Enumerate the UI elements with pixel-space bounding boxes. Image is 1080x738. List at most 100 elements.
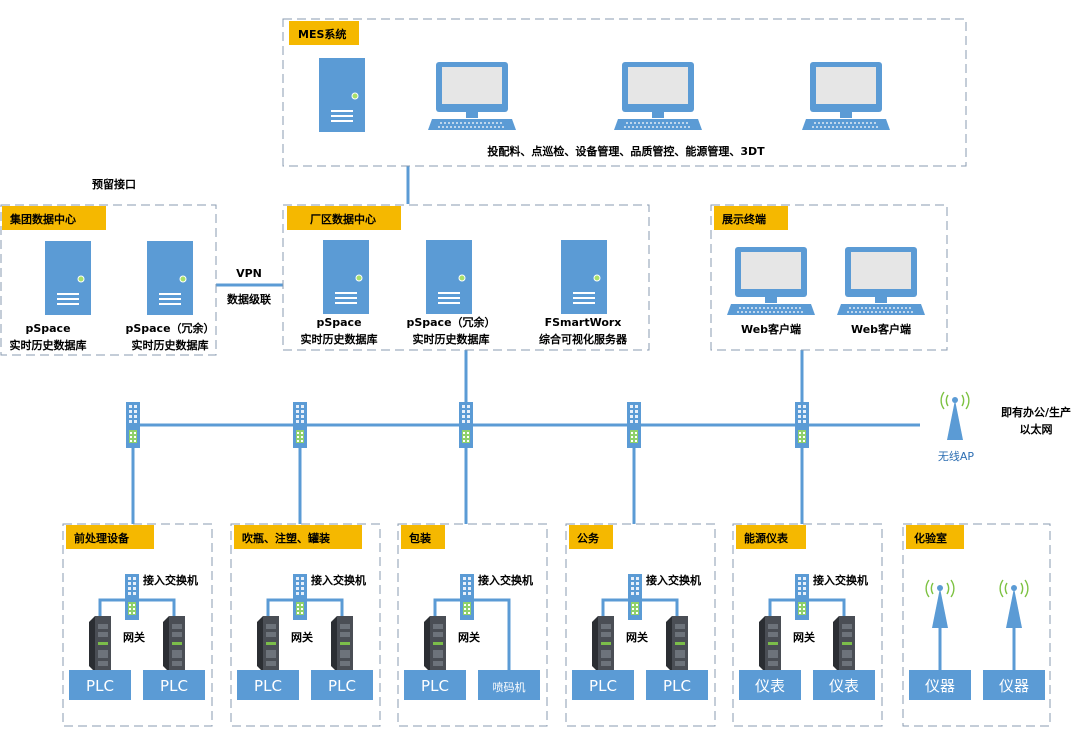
web-client-label: Web客户端: [851, 322, 911, 336]
data-cascade-label: 数据级联: [227, 292, 271, 306]
server-label: FSmartWorx: [545, 316, 622, 329]
server-label: pSpace（冗余）: [406, 315, 495, 329]
web-client-computer-icon: [836, 246, 926, 316]
device-box: [909, 670, 971, 700]
gateway-icon: [89, 616, 111, 672]
access-switch-icon: [795, 574, 809, 620]
gateway-label: 网关: [291, 630, 313, 644]
switch-icon: [627, 402, 641, 448]
access-switch-icon: [628, 574, 642, 620]
gateway-icon: [666, 616, 688, 672]
zone-panel: 能源仪表接入交换机网关仪表仪表: [732, 523, 883, 727]
device-label: PLC: [663, 677, 691, 695]
server-label: pSpace（冗余）: [125, 321, 214, 335]
zone-title: 公务: [577, 531, 600, 545]
device-box: [404, 670, 466, 700]
device-label: 仪器: [999, 677, 1029, 695]
device-label: 仪表: [755, 677, 785, 695]
zone-title: 能源仪表: [744, 531, 789, 545]
mes-computer-icon: [427, 61, 517, 131]
zone-title: 化验室: [914, 531, 947, 545]
group-data-center-panel: 集团数据中心 pSpace 实时历史数据库 pSpace（冗余） 实时历史数据库: [0, 204, 217, 356]
server-icon: [425, 239, 473, 315]
gateway-icon: [257, 616, 279, 672]
server-label: 实时历史数据库: [413, 332, 490, 346]
gateway-label: 网关: [123, 630, 145, 644]
server-icon: [44, 240, 92, 316]
access-switch-label: 接入交换机: [813, 573, 868, 587]
device-label: 喷码机: [493, 680, 526, 694]
gateway-icon: [163, 616, 185, 672]
wireless-antenna-icon: [925, 579, 955, 629]
switch-icon: [795, 402, 809, 448]
web-client-computer-icon: [726, 246, 816, 316]
server-label: 综合可视化服务器: [539, 332, 628, 346]
server-icon: [322, 239, 370, 315]
device-box: [237, 670, 299, 700]
zone-title: 包装: [408, 531, 431, 545]
ethernet-label: 即有办公/生产: [1001, 405, 1071, 419]
vpn-label: VPN: [236, 267, 262, 280]
group-dc-title: 集团数据中心: [9, 212, 76, 226]
plant-data-center-panel: 厂区数据中心 pSpace 实时历史数据库 pSpace（冗余） 实时历史数据库…: [282, 204, 650, 351]
wireless-ap-label: 无线AP: [938, 449, 975, 463]
mes-system-panel: MES系统 投配料、点巡检、设备管理、品质管控、能源管理、3DT: [282, 18, 967, 167]
wireless-antenna-icon: [999, 579, 1029, 629]
mes-computer-icon: [801, 61, 891, 131]
device-label: PLC: [86, 677, 114, 695]
gateway-icon: [592, 616, 614, 672]
gateway-label: 网关: [626, 630, 648, 644]
access-switch-label: 接入交换机: [478, 573, 533, 587]
mes-computer-icon: [613, 61, 703, 131]
device-label: PLC: [589, 677, 617, 695]
server-icon: [560, 239, 608, 315]
server-label: pSpace: [25, 322, 70, 335]
server-label: 实时历史数据库: [301, 332, 378, 346]
device-box: [478, 670, 540, 700]
device-box: [983, 670, 1045, 700]
access-switch-icon: [460, 574, 474, 620]
server-label: pSpace: [316, 316, 361, 329]
switch-icon: [126, 402, 140, 448]
access-switch-label: 接入交换机: [646, 573, 701, 587]
access-switch-icon: [293, 574, 307, 620]
display-title: 展示终端: [721, 212, 766, 226]
device-box: [739, 670, 801, 700]
device-label: PLC: [254, 677, 282, 695]
device-label: 仪器: [925, 677, 955, 695]
gateway-label: 网关: [458, 630, 480, 644]
gateway-icon: [424, 616, 446, 672]
access-switch-label: 接入交换机: [311, 573, 366, 587]
mes-caption: 投配料、点巡检、设备管理、品质管控、能源管理、3DT: [487, 144, 765, 158]
ethernet-label: 以太网: [1020, 422, 1053, 436]
mes-server-icon: [318, 57, 366, 133]
device-label: PLC: [421, 677, 449, 695]
gateway-icon: [331, 616, 353, 672]
device-box: [646, 670, 708, 700]
device-label: 仪表: [829, 677, 859, 695]
zone-title: 吹瓶、注塑、罐装: [242, 531, 330, 545]
device-box: [311, 670, 373, 700]
gateway-icon: [759, 616, 781, 672]
switch-icon: [459, 402, 473, 448]
switch-icon: [293, 402, 307, 448]
device-box: [813, 670, 875, 700]
device-box: [143, 670, 205, 700]
device-label: PLC: [328, 677, 356, 695]
device-box: [69, 670, 131, 700]
server-label: 实时历史数据库: [10, 338, 87, 352]
connection-lines: [131, 166, 920, 524]
gateway-icon: [833, 616, 855, 672]
server-icon: [146, 240, 194, 316]
device-label: PLC: [160, 677, 188, 695]
server-label: 实时历史数据库: [132, 338, 209, 352]
access-switch-label: 接入交换机: [143, 573, 198, 587]
web-client-label: Web客户端: [741, 322, 801, 336]
wireless-ap-icon: [940, 391, 970, 441]
